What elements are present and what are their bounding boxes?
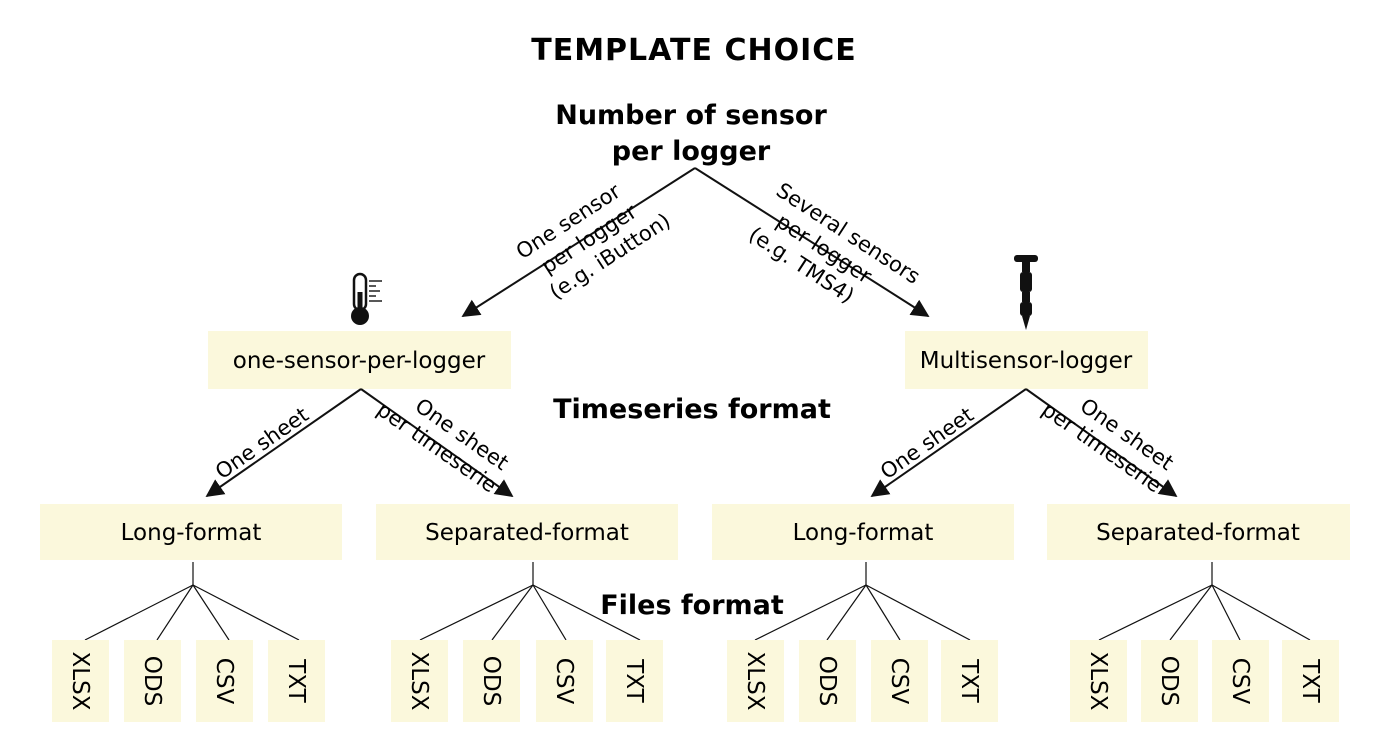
file-label-csv: CSV bbox=[551, 658, 577, 705]
file-box-csv bbox=[536, 640, 593, 722]
file-label-txt: TXT bbox=[621, 658, 647, 703]
file-box-txt bbox=[606, 640, 663, 722]
thermometer-icon bbox=[351, 272, 382, 325]
file-box-csv bbox=[196, 640, 253, 722]
format-box bbox=[40, 504, 342, 560]
file-box-xlsx bbox=[391, 640, 448, 722]
file-label-csv: CSV bbox=[1227, 658, 1253, 705]
file-label-csv: CSV bbox=[886, 658, 912, 705]
arrow-to-one-sensor-logger bbox=[461, 167, 696, 317]
file-box-csv bbox=[871, 640, 928, 722]
file-box-csv bbox=[1212, 640, 1269, 722]
file-label-ods: ODS bbox=[478, 656, 504, 706]
level-heading-files: Files format bbox=[600, 590, 784, 621]
level-heading-sensor-count-line1: Number of sensor bbox=[555, 100, 827, 131]
format-label: Separated-format bbox=[1096, 520, 1300, 546]
logger-box-one-sensor bbox=[208, 331, 511, 389]
file-label-xlsx: XLSX bbox=[742, 652, 768, 711]
file-box-txt bbox=[941, 640, 998, 722]
edge-label-per-timeserie-left: One sheet per timeserie bbox=[373, 394, 513, 498]
file-box-ods bbox=[463, 640, 520, 722]
file-box-txt bbox=[1282, 640, 1339, 722]
file-label-xlsx: XLSX bbox=[1085, 652, 1111, 711]
edge-label-one-sheet-right: One sheet bbox=[876, 403, 978, 484]
format-box bbox=[1047, 504, 1350, 560]
file-box-xlsx bbox=[727, 640, 784, 722]
file-box-xlsx bbox=[52, 640, 109, 722]
file-box-txt bbox=[268, 640, 325, 722]
logger-box-multisensor bbox=[905, 331, 1148, 389]
file-label-csv: CSV bbox=[211, 658, 237, 705]
format-group-long-left: Long-format XLSX ODS CSV TXT bbox=[40, 504, 342, 722]
file-box-ods bbox=[1141, 640, 1198, 722]
file-box-ods bbox=[124, 640, 181, 722]
format-label: Long-format bbox=[793, 520, 934, 546]
file-label-txt: TXT bbox=[1297, 658, 1323, 703]
file-label-ods: ODS bbox=[139, 656, 165, 706]
format-label: Long-format bbox=[121, 520, 262, 546]
level-heading-sensor-count-line2: per logger bbox=[612, 136, 771, 167]
format-box bbox=[712, 504, 1014, 560]
format-group-separated-left: Separated-format XLSX ODS CSV TXT bbox=[376, 504, 678, 722]
file-label-ods: ODS bbox=[1156, 656, 1182, 706]
edge-label-per-timeserie-right: One sheet per timeserie bbox=[1038, 394, 1178, 498]
file-box-ods bbox=[799, 640, 856, 722]
format-label: Separated-format bbox=[425, 520, 629, 546]
logger-label-multisensor: Multisensor-logger bbox=[920, 348, 1133, 374]
tms-sensor-icon bbox=[1014, 255, 1038, 330]
file-label-txt: TXT bbox=[956, 658, 982, 703]
diagram-title: TEMPLATE CHOICE bbox=[531, 33, 857, 68]
arrow-to-multisensor-logger bbox=[694, 167, 930, 317]
edge-label-several-sensors: Several sensors per logger (e.g. TMS4) bbox=[744, 178, 924, 308]
file-label-txt: TXT bbox=[283, 658, 309, 703]
arrow-left-long-format bbox=[205, 388, 362, 498]
format-box bbox=[376, 504, 678, 560]
format-group-long-right: Long-format XLSX ODS CSV TXT bbox=[712, 504, 1014, 722]
logger-label-one-sensor: one-sensor-per-logger bbox=[233, 348, 486, 374]
format-group-separated-right: Separated-format XLSX ODS CSV TXT bbox=[1047, 504, 1350, 722]
arrow-left-separated-format bbox=[360, 388, 514, 498]
level-heading-timeseries: Timeseries format bbox=[553, 394, 831, 425]
edge-label-one-sensor: One sensor per logger (e.g. iButton) bbox=[512, 179, 675, 304]
edge-label-one-sheet-left: One sheet bbox=[211, 403, 313, 484]
file-label-xlsx: XLSX bbox=[67, 652, 93, 711]
file-label-xlsx: XLSX bbox=[406, 652, 432, 711]
arrow-right-separated-format bbox=[1025, 388, 1178, 498]
arrow-right-long-format bbox=[870, 388, 1027, 498]
file-label-ods: ODS bbox=[814, 656, 840, 706]
file-box-xlsx bbox=[1070, 640, 1127, 722]
